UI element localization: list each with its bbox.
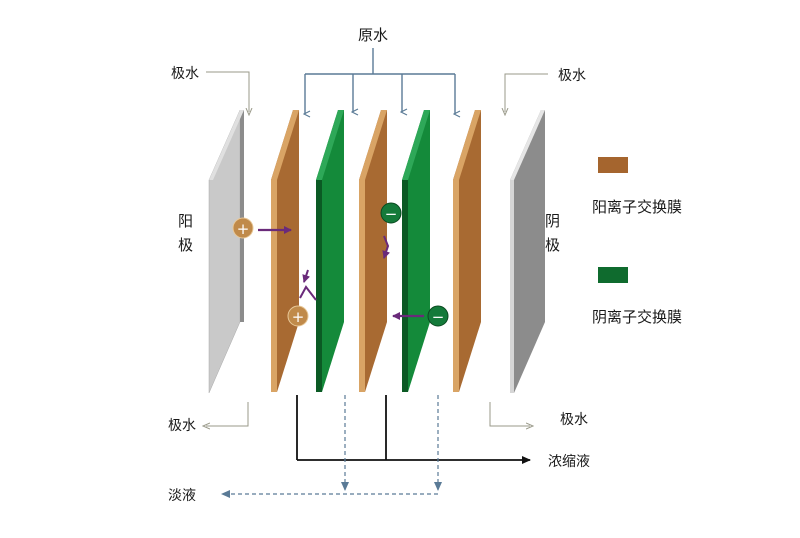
cation-rejection-arrowhead xyxy=(302,269,311,283)
concentrate-outlet: 浓缩液 xyxy=(296,395,590,470)
raw-water-label: 原水 xyxy=(358,26,388,44)
legend-label-anion: 阴离子交换膜 xyxy=(592,308,682,326)
anion-ion-2: − xyxy=(427,305,449,327)
electrode-water-label: 极水 xyxy=(171,66,199,82)
anion-symbol: − xyxy=(432,308,445,326)
cation-ion-2: + xyxy=(287,305,309,327)
legend: 阳离子交换膜 阴离子交换膜 xyxy=(592,157,682,326)
electrode-water-top-left: 极水 xyxy=(171,66,249,112)
concentrate-label: 浓缩液 xyxy=(548,454,590,470)
anion-rejection-arrow xyxy=(382,235,391,259)
cation-membrane-1 xyxy=(271,110,299,392)
cation-membrane-2 xyxy=(359,110,387,392)
cathode-char-1: 阴 xyxy=(545,212,560,230)
anion-membrane-2 xyxy=(402,110,430,392)
anode-plate xyxy=(208,109,244,394)
cation-rejection-arrow xyxy=(299,285,317,301)
electrode-water-top-right: 极水 xyxy=(505,68,586,112)
legend-label-cation: 阳离子交换膜 xyxy=(592,198,682,216)
cation-ion-1: + xyxy=(232,217,254,239)
raw-water-feed: 原水 xyxy=(305,26,455,114)
cation-membrane-3 xyxy=(453,110,481,392)
anion-membrane-1 xyxy=(316,110,344,392)
cathode-plate xyxy=(510,110,545,393)
cathode-label: 阴 极 xyxy=(545,212,565,254)
electrode-water-label: 极水 xyxy=(168,418,196,434)
anion-symbol: − xyxy=(385,205,398,223)
anode-char-1: 阳 xyxy=(178,212,193,230)
dilute-outlet: 淡液 xyxy=(168,395,442,504)
electrode-water-label: 极水 xyxy=(558,68,586,84)
cation-symbol: + xyxy=(292,308,305,326)
anode-char-2: 极 xyxy=(178,236,193,254)
anode-label: 阳 极 xyxy=(178,212,198,254)
dilute-label: 淡液 xyxy=(168,488,196,504)
cathode-char-2: 极 xyxy=(545,236,560,254)
legend-swatch-anion xyxy=(598,267,628,283)
electrode-water-label: 极水 xyxy=(560,412,588,428)
electrode-water-bottom-right: 极水 xyxy=(489,402,588,428)
anion-ion-1: − xyxy=(380,202,402,224)
electrode-water-bottom-left: 极水 xyxy=(168,402,249,434)
legend-swatch-cation xyxy=(598,157,628,173)
cation-symbol: + xyxy=(237,220,250,238)
